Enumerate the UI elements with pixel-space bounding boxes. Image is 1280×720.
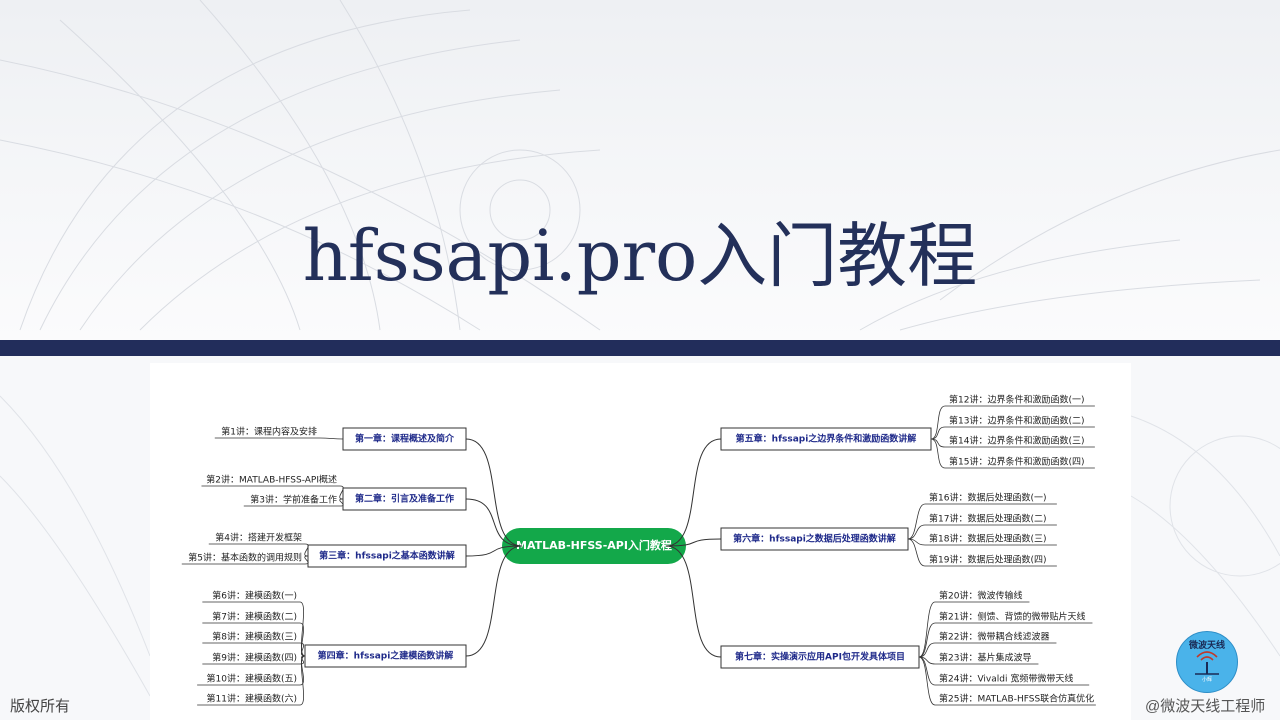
lecture-label: 第7讲：建模函数(二) [212, 611, 297, 623]
connector-lecture [907, 524, 926, 540]
lecture-label: 第10讲：建模函数(五) [207, 673, 297, 685]
connector-root-r1 [665, 438, 722, 547]
lecture-label: 第2讲：MATLAB-HFSS-API概述 [206, 474, 337, 486]
copyright-label: 版权所有 [10, 698, 71, 715]
connector-lecture [918, 656, 936, 706]
author-watermark: @微波天线工程师 [1145, 698, 1266, 715]
lecture-label: 第13讲：边界条件和激励函数(二) [949, 415, 1084, 427]
root-node-label: MATLAB-HFSS-API入门教程 [516, 538, 672, 552]
connector-root-4 [465, 545, 523, 657]
connector-root-3 [465, 545, 523, 557]
connector-lecture [299, 642, 306, 657]
lecture-label: 第21讲：侧馈、背馈的微带贴片天线 [939, 611, 1085, 623]
lecture-label: 第14讲：边界条件和激励函数(三) [949, 435, 1084, 447]
chapter-label: 第一章：课程概述及简介 [355, 433, 455, 445]
connector-lecture [339, 498, 344, 507]
lecture-label: 第8讲：建模函数(三) [212, 631, 297, 643]
lecture-label: 第17讲：数据后处理函数(二) [929, 513, 1046, 525]
connector-lecture [299, 601, 306, 657]
chapter-label: 第四章：hfssapi之建模函数讲解 [318, 650, 454, 662]
header-background [0, 0, 1280, 340]
connector-root-2 [465, 498, 523, 547]
connector-root-r2 [665, 538, 722, 547]
chapter-label: 第五章：hfssapi之边界条件和激励函数讲解 [736, 433, 917, 445]
lecture-label: 第24讲：Vivaldi 宽频带微带天线 [939, 673, 1073, 685]
mindmap-panel: MATLAB-HFSS-API入门教程 第一章：课程概述及简介 第1讲：课程内容及安… [150, 363, 1131, 720]
connector-lecture [930, 438, 946, 448]
connector-lecture [304, 555, 309, 565]
mindmap-canvas: MATLAB-HFSS-API入门教程 第一章：课程概述及简介 第1讲：课程内容及安… [181, 394, 1096, 706]
connector-lecture [930, 438, 946, 469]
lecture-label: 第22讲：微带耦合线滤波器 [939, 631, 1049, 643]
lecture-label: 第15讲：边界条件和激励函数(四) [949, 456, 1084, 468]
connector-lecture [907, 503, 926, 540]
lecture-label: 第6讲：建模函数(一) [212, 590, 297, 602]
header-divider-band [0, 340, 1280, 356]
lecture-label: 第25讲：MATLAB-HFSS联合仿真优化 [939, 693, 1094, 705]
lecture-label: 第20讲：微波传输线 [939, 590, 1022, 602]
chapter-label: 第三章：hfssapi之基本函数讲解 [319, 550, 455, 562]
page-title: hfssapi.pro入门教程 [302, 215, 978, 297]
connector-root-r3 [665, 545, 722, 658]
lecture-label: 第18讲：数据后处理函数(三) [929, 533, 1046, 545]
connector-lecture [918, 622, 936, 658]
connector-lecture [299, 655, 306, 706]
connector-lecture [918, 642, 936, 658]
logo-text: 微波天线 [1188, 641, 1225, 651]
lecture-label: 第4讲：搭建开发框架 [215, 532, 302, 544]
antenna-icon [1195, 651, 1219, 675]
dish-sketch-decoration [0, 0, 1280, 331]
brand-logo: 微波天线 小辉 [1176, 631, 1238, 693]
lecture-label: 第1讲：课程内容及安排 [221, 426, 317, 438]
connector-lecture [304, 543, 309, 557]
connector-lecture [339, 485, 344, 500]
lecture-label: 第5讲：基本函数的调用规则 [188, 552, 302, 564]
lecture-label: 第11讲：建模函数(六) [207, 693, 297, 705]
logo-subtext: 小辉 [1201, 677, 1212, 683]
chapter-label: 第二章：引言及准备工作 [355, 493, 454, 505]
root-node [502, 528, 686, 564]
connector-root-1 [465, 438, 523, 547]
lecture-label: 第9讲：建模函数(四) [212, 652, 297, 664]
lecture-label: 第19讲：数据后处理函数(四) [929, 554, 1046, 566]
connector-lecture [918, 601, 936, 658]
connector-lecture [930, 405, 946, 440]
connector-lecture [930, 426, 946, 440]
lecture-label: 第16讲：数据后处理函数(一) [929, 492, 1046, 504]
chapter-label: 第七章：实操演示应用API包开发具体项目 [735, 651, 905, 663]
connector-lecture [319, 437, 344, 440]
connector-lecture [299, 622, 306, 657]
lecture-label: 第23讲：基片集成波导 [939, 652, 1031, 664]
connector-lecture [907, 538, 926, 567]
chapter-label: 第六章：hfssapi之数据后处理函数讲解 [733, 533, 896, 545]
bottom-sketch-decoration [0, 395, 1280, 697]
lecture-label: 第12讲：边界条件和激励函数(一) [949, 394, 1084, 406]
lecture-label: 第3讲：学前准备工作 [250, 494, 337, 506]
